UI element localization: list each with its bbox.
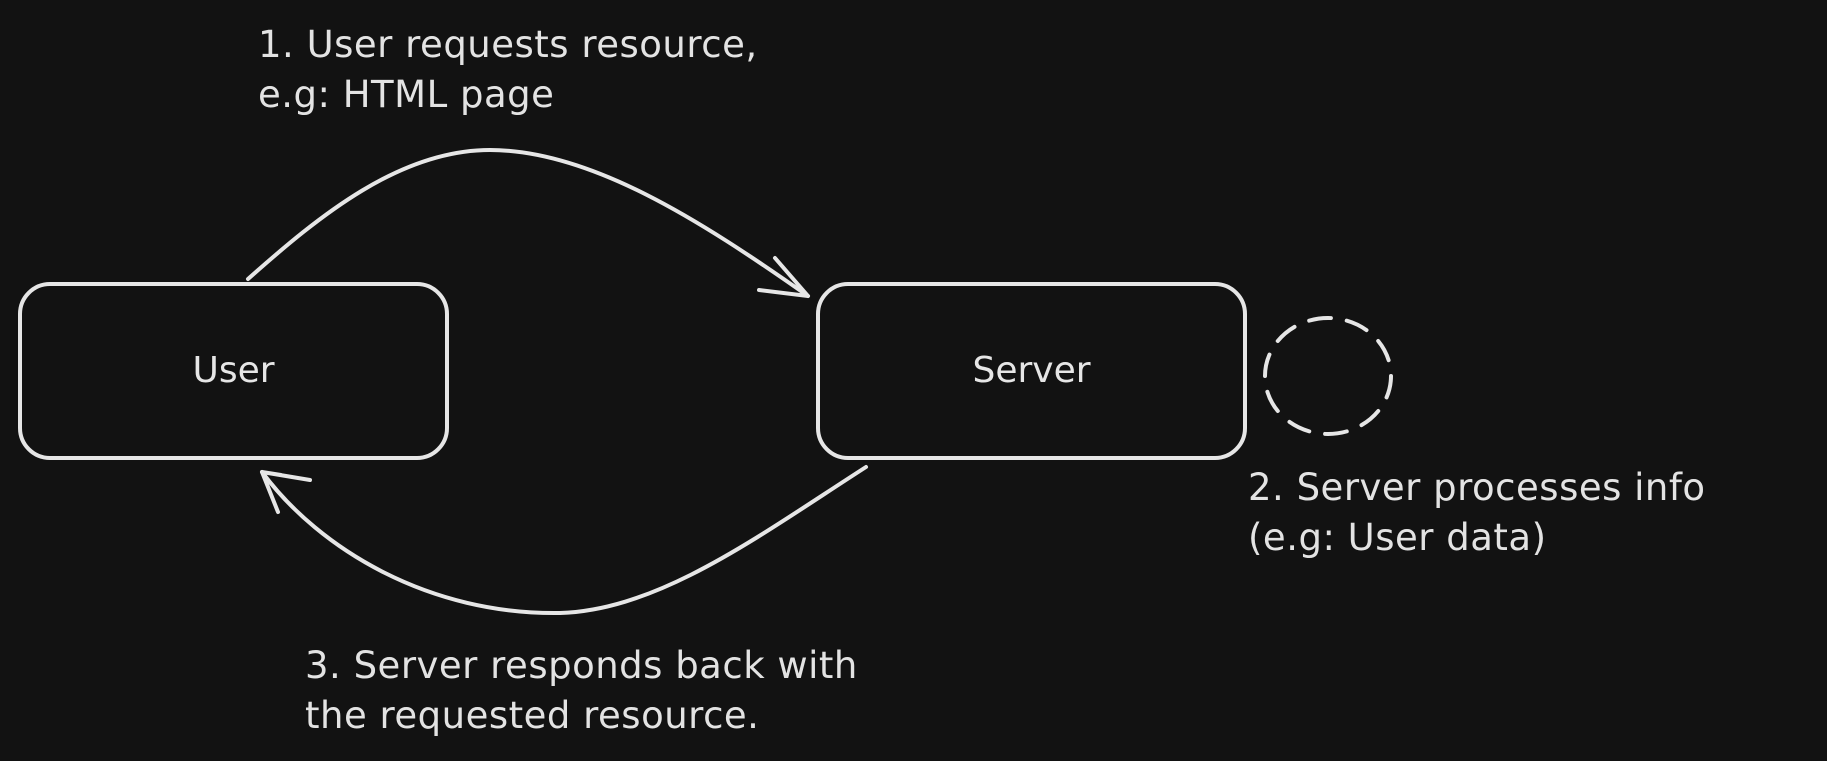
server-box [816, 282, 1247, 460]
step-1-line-2: e.g: HTML page [258, 73, 555, 116]
request-arrow [246, 148, 810, 298]
response-arrowhead [260, 470, 312, 514]
request-arrowhead [757, 256, 810, 298]
response-arrow [260, 465, 868, 616]
user-label: User [192, 350, 275, 391]
step-3-line-2: the requested resource. [305, 694, 760, 737]
server-label: Server [972, 350, 1091, 391]
user-box [18, 282, 449, 460]
step-1-line-1: 1. User requests resource, [258, 23, 758, 66]
step-3-line-1: 3. Server responds back with [305, 644, 858, 687]
step-2-line-2: (e.g: User data) [1248, 516, 1547, 559]
step-1-note: 1. User requests resource, e.g: HTML pag… [258, 20, 758, 120]
step-2-line-1: 2. Server processes info [1248, 466, 1706, 509]
step-2-note: 2. Server processes info (e.g: User data… [1248, 463, 1706, 563]
step-3-note: 3. Server responds back with the request… [305, 641, 858, 741]
processing-circle [1263, 316, 1393, 436]
